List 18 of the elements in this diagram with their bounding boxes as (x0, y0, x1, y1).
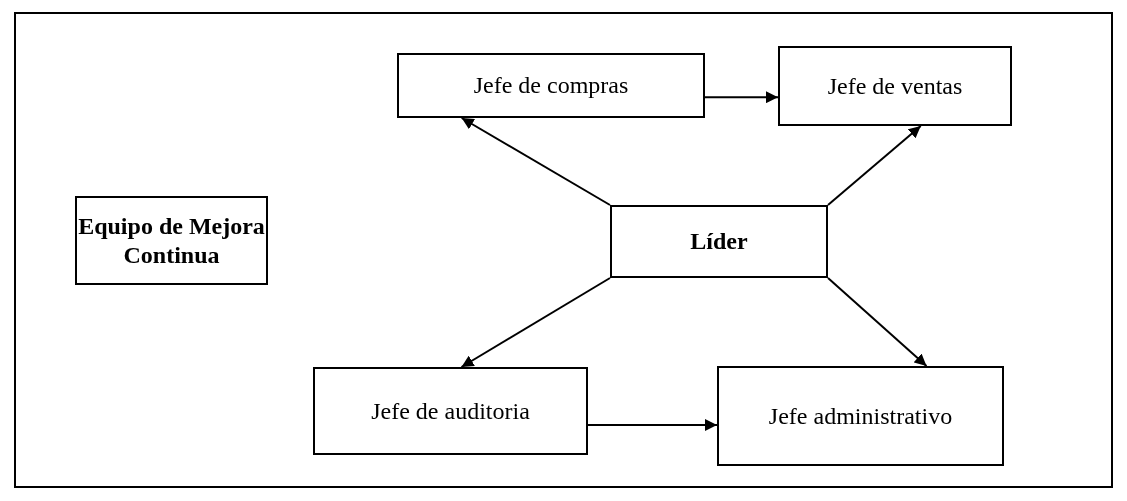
process-box (778, 46, 1012, 126)
process-box (75, 196, 268, 285)
node-label: Jefe administrativo (768, 401, 953, 431)
arrow (587, 419, 718, 431)
node-label: Jefe de ventas (827, 71, 963, 101)
process-box (717, 366, 1004, 466)
process-box (397, 53, 705, 118)
arrow (827, 277, 928, 367)
node-label: Líder (690, 227, 748, 256)
arrow (827, 125, 922, 206)
node-label: Jefe de auditoria (371, 396, 530, 426)
process-box (610, 205, 828, 278)
process-box (313, 367, 588, 455)
node-label: Jefe de compras (473, 71, 629, 100)
arrow (704, 91, 779, 104)
node-label: Equipo de Mejora Continua (77, 211, 266, 270)
arrow (460, 277, 611, 368)
arrow (460, 117, 611, 206)
